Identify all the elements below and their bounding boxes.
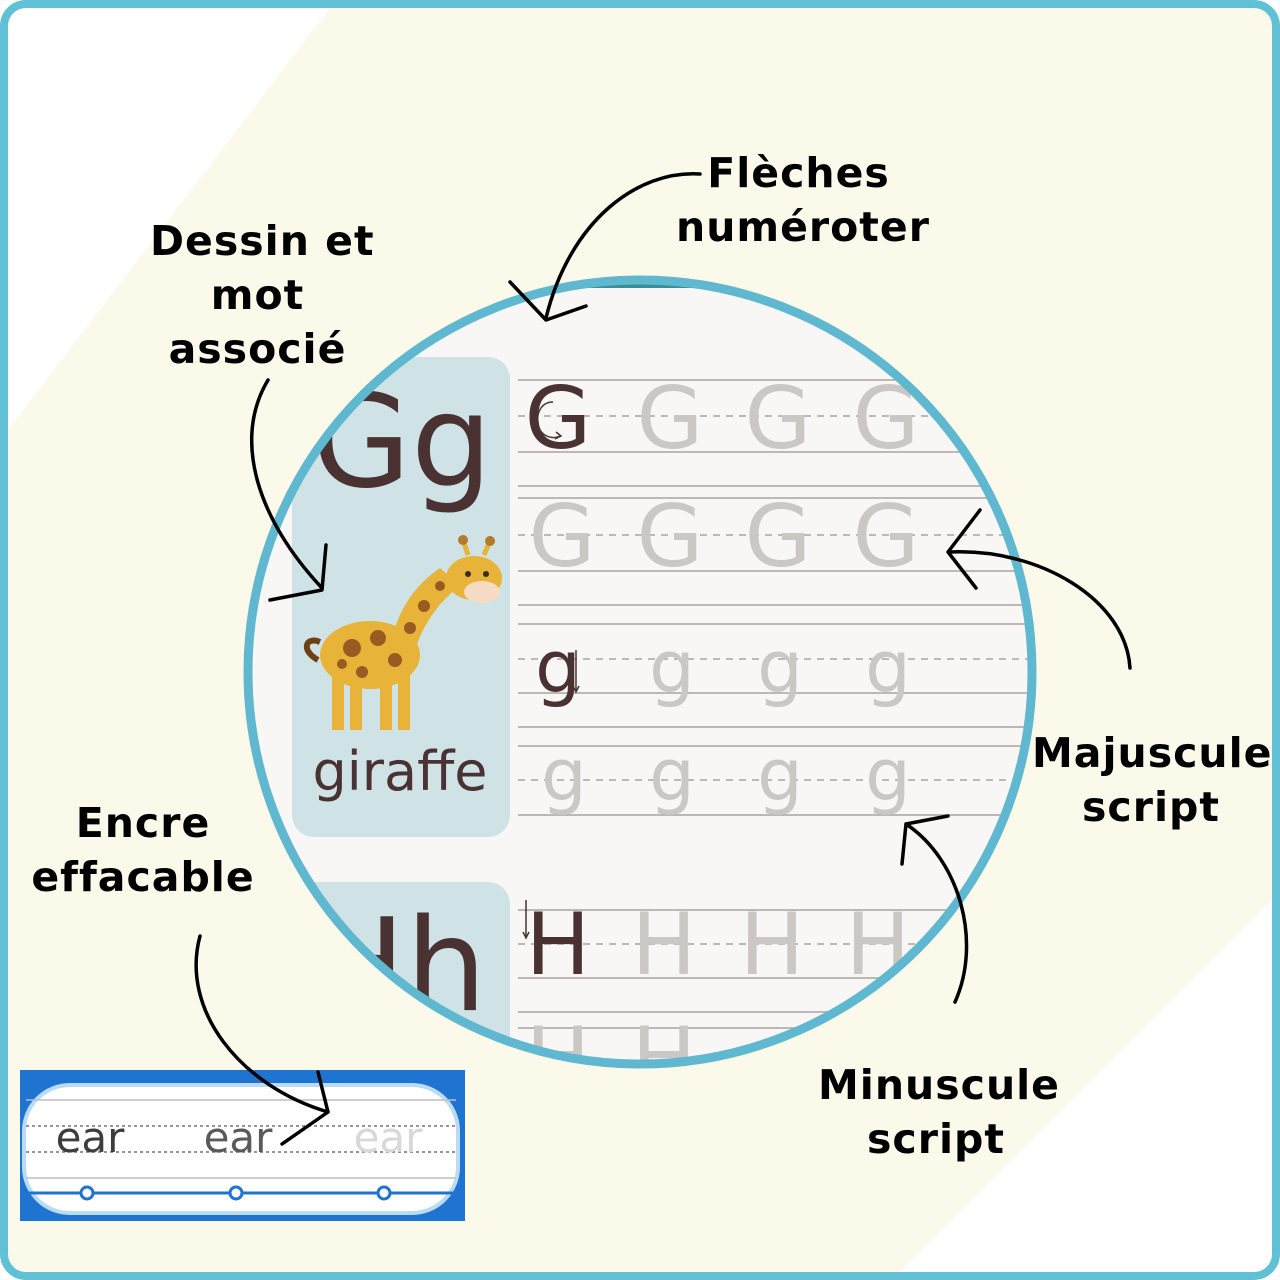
arrowhead-icon — [268, 543, 328, 602]
callout-line: Majuscule — [1032, 729, 1273, 777]
uppercase-g-trace: G — [745, 487, 812, 587]
lowercase-g-trace: g — [649, 733, 695, 817]
callout-line: Minuscule — [818, 1061, 1060, 1109]
lowercase-g-trace: g — [865, 625, 911, 709]
uppercase-h-model: H — [526, 895, 591, 995]
uppercase-g-trace: G — [637, 369, 704, 469]
sample-word: ear — [56, 1113, 126, 1162]
ring-icon — [79, 1185, 95, 1201]
sample-word: ear — [354, 1113, 424, 1162]
callout-line: script — [1082, 783, 1220, 831]
arrow-to-card-icon — [249, 378, 324, 590]
lowercase-g-trace: g — [649, 625, 695, 709]
lowercase-g-trace: g — [757, 625, 803, 709]
lowercase-g-trace: g — [541, 733, 587, 817]
uppercase-h-trace: H — [740, 895, 805, 995]
lowercase-g-trace: g — [865, 733, 911, 817]
callout-line: associé — [168, 325, 347, 373]
ring-icon — [228, 1185, 244, 1201]
uppercase-g-trace: G — [529, 487, 596, 587]
callout-line: Flèches — [707, 149, 890, 197]
callout-line: numéroter — [676, 203, 930, 251]
erasable-ink-sample: ear ear ear — [20, 1070, 465, 1221]
callout-numbered-arrows: Flèches numéroter — [676, 146, 930, 254]
callout-lowercase-script: Minuscule script — [818, 1058, 1060, 1166]
arrowhead-icon — [946, 508, 982, 590]
arrow-to-sample-icon — [194, 934, 330, 1114]
arrow-to-uppercase-icon — [948, 550, 1132, 670]
arrowhead-icon — [508, 280, 588, 322]
callout-erasable-ink: Encre effacable — [30, 796, 256, 904]
uppercase-h-trace: H — [632, 895, 697, 995]
arrowhead-icon — [280, 1070, 330, 1146]
callout-line: Encre — [75, 799, 211, 847]
card-g — [292, 357, 510, 837]
magnifier-ring — [243, 275, 1037, 1069]
magnified-worksheet: Gg — [243, 275, 1037, 1109]
arrow-to-stroke-order-icon — [544, 172, 702, 320]
callout-drawing-and-word: Dessin et mot associé — [150, 214, 375, 376]
arrow-to-lowercase-icon — [904, 822, 969, 1004]
callout-line: mot — [210, 271, 305, 319]
giraffe-icon — [304, 535, 502, 730]
stroke-order-arrow-icon — [522, 401, 580, 940]
uppercase-g-model: G — [525, 369, 592, 469]
arrowhead-icon — [900, 814, 950, 866]
uppercase-h-trace: H — [632, 1009, 697, 1109]
callout-uppercase-script: Majuscule script — [1032, 726, 1273, 834]
card-g-word: giraffe — [313, 740, 488, 803]
ring-icon — [376, 1185, 392, 1201]
lowercase-g-model: g — [535, 625, 581, 709]
callout-line: Dessin et — [150, 217, 375, 265]
uppercase-g-trace: G — [853, 487, 920, 587]
sample-word: ear — [204, 1113, 274, 1162]
callout-line: effacable — [31, 853, 255, 901]
uppercase-g-trace: G — [745, 369, 812, 469]
uppercase-g-trace: G — [637, 487, 704, 587]
pointer-arrows — [194, 172, 1132, 1146]
callout-line: script — [867, 1115, 1005, 1163]
lowercase-g-trace: g — [757, 733, 803, 817]
